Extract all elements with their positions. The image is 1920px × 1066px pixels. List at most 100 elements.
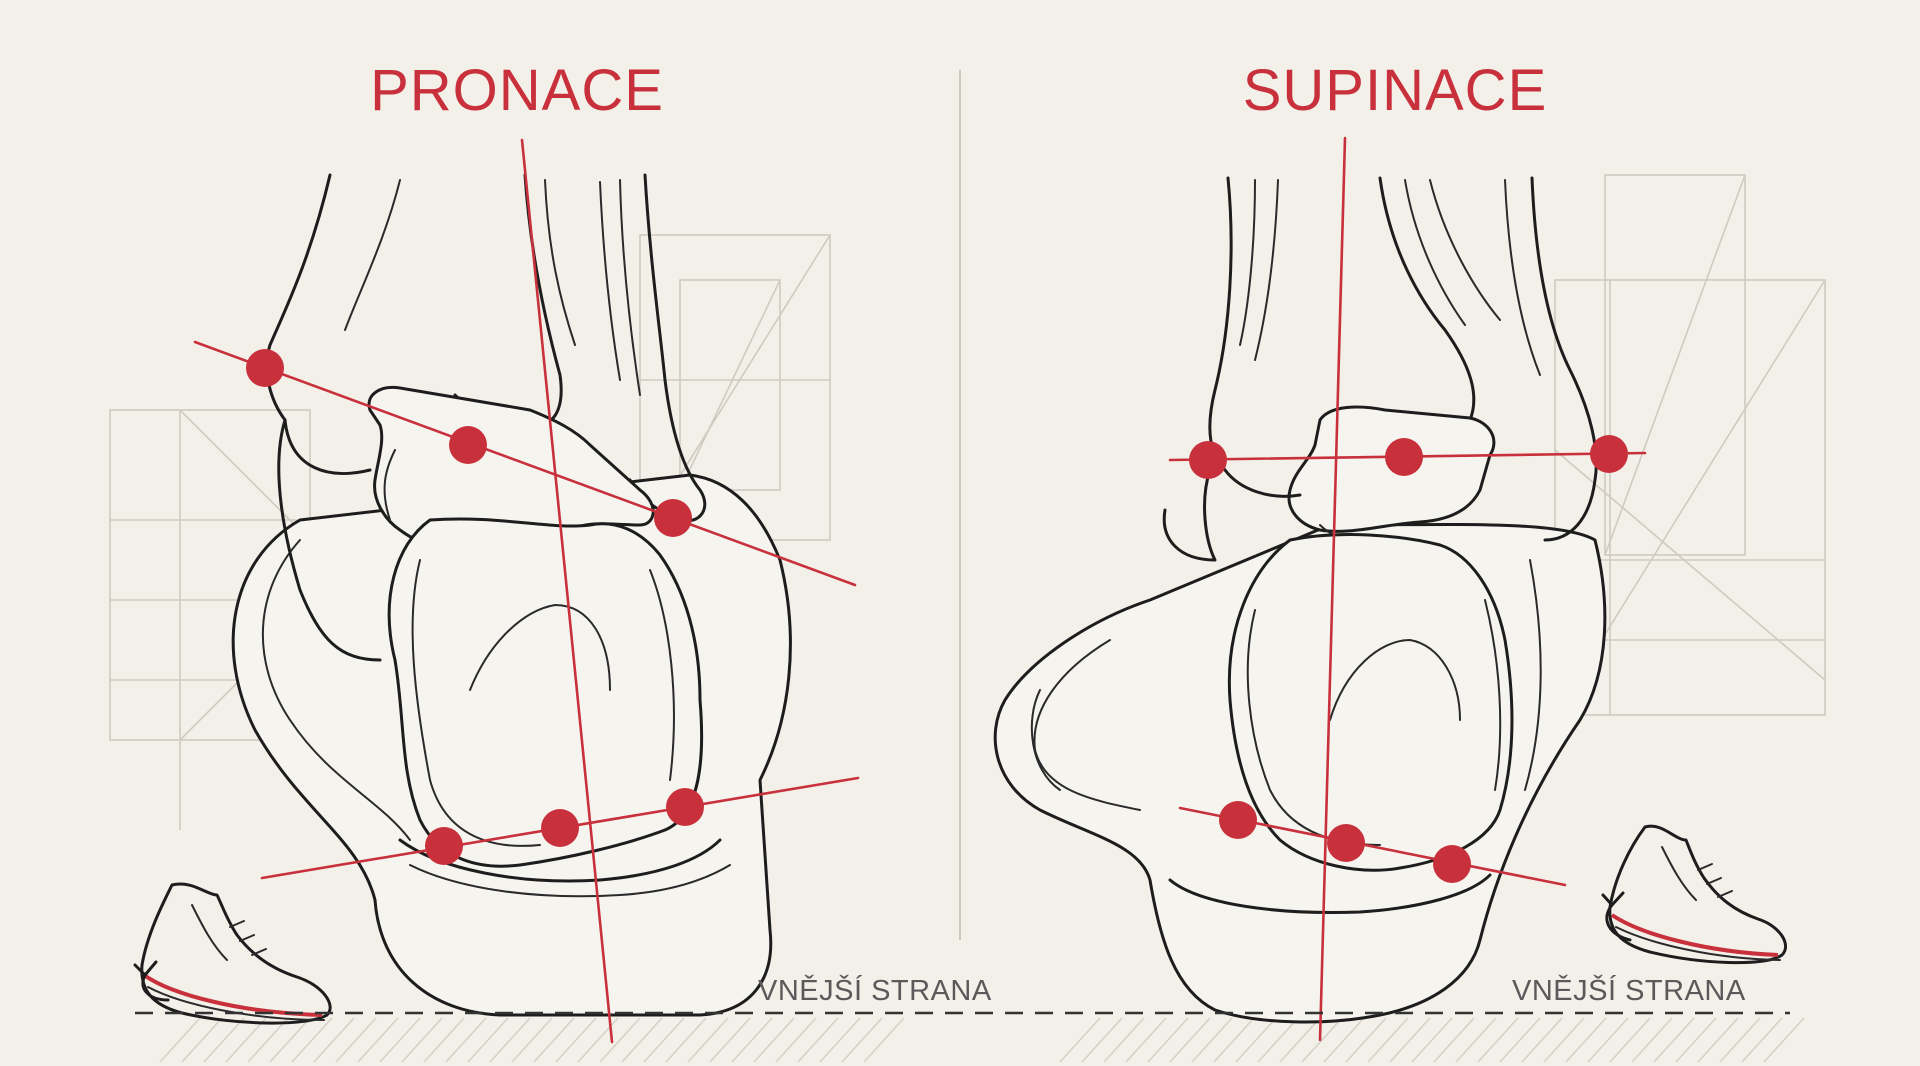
heel-inner-contour-left xyxy=(261,539,411,841)
hatch-line xyxy=(1609,1017,1651,1063)
heel-inner-contour-right2 xyxy=(1030,689,1061,791)
joint-marker xyxy=(449,426,487,464)
joint-marker xyxy=(1433,845,1471,883)
hatch-line xyxy=(1345,1017,1387,1063)
talus-left-detail xyxy=(383,449,396,521)
joint-marker xyxy=(1327,824,1365,862)
hatch-line xyxy=(687,1017,729,1063)
hatch-line xyxy=(1631,1017,1673,1063)
hatch-line xyxy=(247,1017,289,1063)
joint-marker xyxy=(541,809,579,847)
hatch-line xyxy=(1499,1017,1541,1063)
hatch-line xyxy=(401,1017,443,1063)
tibia-left xyxy=(265,173,332,422)
supination-vertical-axis xyxy=(1318,136,1347,1042)
hatch-line xyxy=(1763,1017,1805,1063)
hatch-line xyxy=(1367,1017,1409,1063)
hatch-line xyxy=(1191,1017,1233,1063)
hatch-line xyxy=(511,1017,553,1063)
hatch-line xyxy=(797,1017,839,1063)
hatch-line xyxy=(1323,1017,1365,1063)
hatch-line xyxy=(1565,1017,1607,1063)
medial-malleolus-right xyxy=(1162,468,1217,562)
tibia-right-inner2 xyxy=(1239,179,1256,346)
hatch-line xyxy=(1719,1017,1761,1063)
hatch-line xyxy=(1477,1017,1519,1063)
hatch-line xyxy=(599,1017,641,1063)
hatch-line xyxy=(1235,1017,1277,1063)
outer-side-label: VNĚJŠÍ STRANA xyxy=(1512,973,1746,1007)
heel-pad-left2 xyxy=(409,864,731,898)
joint-marker xyxy=(654,499,692,537)
hatch-line xyxy=(621,1017,663,1063)
tibia-right-medial xyxy=(1378,176,1476,422)
tibia-right-medial3 xyxy=(1429,179,1501,321)
hatch-line xyxy=(1521,1017,1563,1063)
hatch-line xyxy=(555,1017,597,1063)
supination-panel: VNĚJŠÍ STRANA SUPINACE xyxy=(993,58,1826,1042)
calcaneus-right-contour2 xyxy=(1484,599,1502,791)
pronation-panel: VNĚJŠÍ STRANA PRONACE xyxy=(109,58,992,1044)
joint-marker xyxy=(1590,435,1628,473)
hatch-line xyxy=(1697,1017,1739,1063)
hatch-line xyxy=(1741,1017,1783,1063)
hatch-line xyxy=(379,1017,421,1063)
hatch-line xyxy=(423,1017,465,1063)
rotation-arrow-icon xyxy=(141,973,170,1002)
hatch-line xyxy=(1125,1017,1167,1063)
hatch-line xyxy=(1279,1017,1321,1063)
hatch-line xyxy=(445,1017,487,1063)
hatch-line xyxy=(269,1017,311,1063)
hatch-line xyxy=(1543,1017,1585,1063)
joint-marker xyxy=(1385,438,1423,476)
hatch-line xyxy=(709,1017,751,1063)
joint-marker xyxy=(246,349,284,387)
hatch-line xyxy=(533,1017,575,1063)
calcaneus-right xyxy=(1227,533,1514,872)
pronation-title: PRONACE xyxy=(370,58,664,123)
calcaneus-left xyxy=(387,517,704,868)
tibia-right-inner xyxy=(1254,179,1279,361)
hatch-line xyxy=(225,1017,267,1063)
hatch-line xyxy=(203,1017,245,1063)
hatch-line xyxy=(1213,1017,1255,1063)
hatch-line xyxy=(863,1017,905,1063)
hatch-line xyxy=(291,1017,333,1063)
hatch-line xyxy=(357,1017,399,1063)
hatch-line xyxy=(335,1017,377,1063)
calcaneus-left-inner xyxy=(411,559,541,847)
fibula-left-inner xyxy=(619,179,641,396)
tibia-right-medial2 xyxy=(1404,179,1466,326)
hatch-line xyxy=(1587,1017,1629,1063)
hatch-line xyxy=(775,1017,817,1063)
hatch-line xyxy=(1059,1017,1101,1063)
hatch-line xyxy=(643,1017,685,1063)
heel-pad-right xyxy=(1168,873,1492,915)
ankle-joint-right xyxy=(1223,468,1302,498)
hatch-line xyxy=(1653,1017,1695,1063)
fibula-right xyxy=(1530,176,1598,542)
tibia-left-inner xyxy=(344,179,401,331)
pronation-ankle-axis xyxy=(193,340,857,587)
hatch-line xyxy=(819,1017,861,1063)
pronation-vertical-axis xyxy=(520,138,614,1044)
hatch-line xyxy=(181,1017,223,1063)
hatch-line xyxy=(841,1017,883,1063)
joint-marker xyxy=(425,827,463,865)
outer-side-label: VNĚJŠÍ STRANA xyxy=(758,973,992,1007)
rotation-arrow-icon xyxy=(1605,903,1632,942)
hatch-line xyxy=(665,1017,707,1063)
hatch-line xyxy=(1675,1017,1717,1063)
hatch-line xyxy=(1455,1017,1497,1063)
hatch-line xyxy=(1257,1017,1299,1063)
hatch-line xyxy=(1411,1017,1453,1063)
fibula-left-inner2 xyxy=(599,181,621,381)
hatch-line xyxy=(489,1017,531,1063)
tibia-left-lateral xyxy=(544,179,576,346)
calcaneus-left-contour xyxy=(469,604,611,691)
ankle-joint-left xyxy=(283,418,372,475)
calcaneus-left-contour2 xyxy=(649,569,675,781)
supination-title: SUPINACE xyxy=(1243,58,1548,123)
joint-marker xyxy=(666,788,704,826)
